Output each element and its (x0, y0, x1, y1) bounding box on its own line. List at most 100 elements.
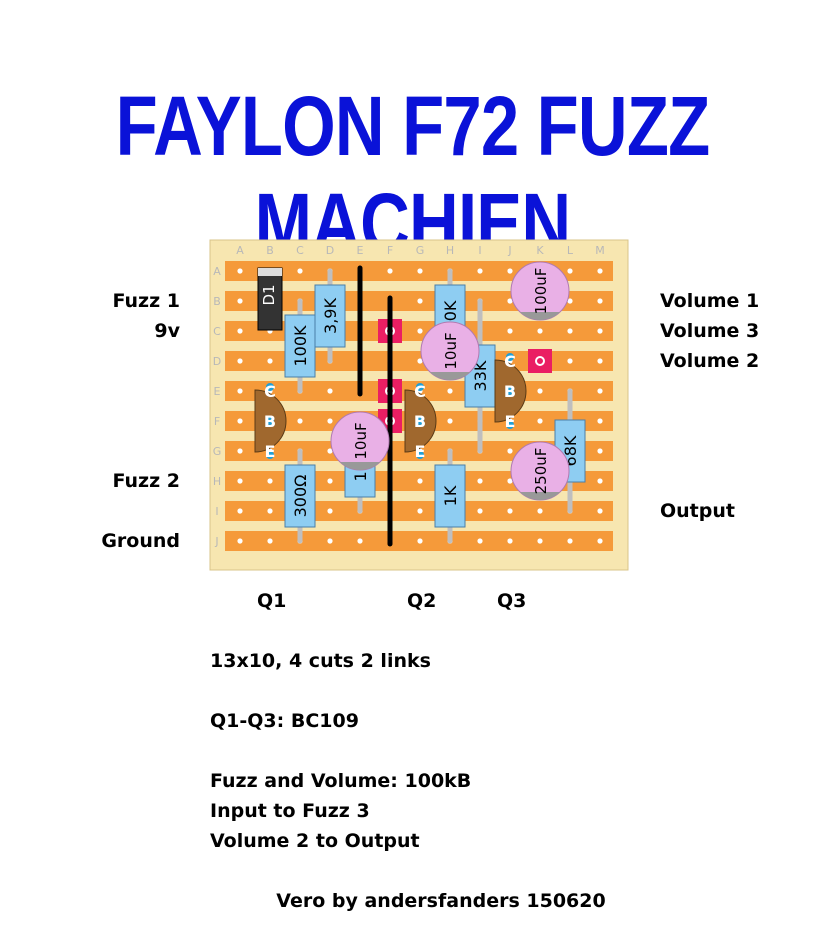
strip-hole (417, 268, 423, 274)
strip-hole (327, 538, 333, 544)
strip-hole (597, 268, 603, 274)
strip-hole (477, 508, 483, 514)
column-letter-d: D (326, 244, 334, 257)
resistor-body (434, 464, 466, 528)
capacitor-body (330, 411, 390, 471)
strip-hole (597, 328, 603, 334)
row-letter-f: F (214, 415, 220, 428)
track-cut-marker (528, 349, 552, 373)
strip-hole (327, 448, 333, 454)
strip-hole (237, 388, 243, 394)
strip-hole (507, 538, 513, 544)
wire-label-volume-2: Volume 2 (660, 350, 760, 372)
capacitor-body (420, 321, 480, 381)
strip-hole (597, 508, 603, 514)
note-pots: Fuzz and Volume: 100kB (210, 770, 472, 792)
strip-hole (237, 508, 243, 514)
strip-hole (237, 358, 243, 364)
capacitor-stripe (340, 462, 380, 470)
transistor-pin-label: B (264, 412, 276, 431)
track-cut-hole (535, 356, 545, 366)
capacitor-label: 100uF (532, 268, 550, 315)
transistor-pin (506, 421, 514, 429)
wire-label-fuzz-1: Fuzz 1 (112, 290, 180, 312)
strip-hole (597, 358, 603, 364)
diode-label: D1 (260, 284, 278, 305)
strip-hole (597, 538, 603, 544)
transistor-label-q2: Q2 (407, 590, 437, 612)
row-letter-c: C (213, 325, 221, 338)
strip-hole (477, 268, 483, 274)
transistor-pin (266, 451, 274, 459)
transistor-pin (506, 353, 514, 361)
strip-hole (537, 418, 543, 424)
transistor-pin-label: C (264, 382, 276, 401)
resistor-label: 300Ω (291, 475, 310, 518)
capacitor-label: 10uF (442, 332, 460, 369)
column-letter-l: L (567, 244, 574, 257)
note-board-size: 13x10, 4 cuts 2 links (210, 650, 431, 672)
resistor-body (284, 464, 316, 528)
strip-hole (297, 268, 303, 274)
strip-hole (477, 538, 483, 544)
strip-hole (417, 298, 423, 304)
transistor-pin (416, 417, 424, 425)
strip-hole (417, 508, 423, 514)
strip-hole (417, 478, 423, 484)
strip-hole (507, 478, 513, 484)
diode-d1 (257, 267, 283, 331)
column-letter-c: C (296, 244, 304, 257)
row-letter-g: G (213, 445, 222, 458)
note-output: Volume 2 to Output (210, 830, 420, 852)
column-letter-a: A (236, 244, 244, 257)
column-letter-e: E (357, 244, 364, 257)
strip-hole (447, 388, 453, 394)
strip-hole (597, 388, 603, 394)
credit-text: Vero by andersfanders 150620 (276, 890, 606, 912)
strip-hole (537, 538, 543, 544)
capacitor-stripe (520, 312, 560, 320)
strip-hole (507, 328, 513, 334)
strip-hole (267, 358, 273, 364)
strip-hole (327, 508, 333, 514)
strip-hole (597, 298, 603, 304)
wire-label-output: Output (660, 500, 735, 522)
page-title: FAYLON F72 FUZZ MACHIEN (115, 79, 710, 270)
row-letter-h: H (213, 475, 221, 488)
strip-hole (567, 358, 573, 364)
strip-hole (567, 328, 573, 334)
transistor-pin (266, 417, 274, 425)
strip-hole (537, 328, 543, 334)
strip-hole (417, 358, 423, 364)
transistor-pin-label: B (414, 412, 426, 431)
capacitor-label: 250uF (532, 448, 550, 495)
diode-band (258, 268, 282, 276)
row-letter-i: I (215, 505, 218, 518)
capacitor-body (510, 441, 570, 501)
strip-hole (237, 268, 243, 274)
strip-hole (597, 448, 603, 454)
strip-hole (237, 298, 243, 304)
strip-hole (237, 328, 243, 334)
row-letter-d: D (213, 355, 221, 368)
wire-label-volume-1: Volume 1 (660, 290, 760, 312)
row-letter-b: B (213, 295, 221, 308)
resistor-label: 100K (291, 325, 310, 367)
strip-hole (237, 478, 243, 484)
strip-hole (237, 538, 243, 544)
wire-label-9v: 9v (154, 320, 180, 342)
strip-hole (567, 268, 573, 274)
strip-hole (567, 538, 573, 544)
strip-hole (537, 508, 543, 514)
resistor-label: 1K (441, 485, 460, 506)
column-letter-i: I (478, 244, 481, 257)
strip-hole (597, 478, 603, 484)
note-transistors: Q1-Q3: BC109 (210, 710, 359, 732)
strip-hole (357, 538, 363, 544)
strip-hole (387, 268, 393, 274)
transistor-pin (416, 383, 424, 391)
strip-hole (507, 508, 513, 514)
capacitor-stripe (430, 372, 470, 380)
capacitor-label: 10uF (352, 422, 370, 459)
strip-hole (327, 388, 333, 394)
